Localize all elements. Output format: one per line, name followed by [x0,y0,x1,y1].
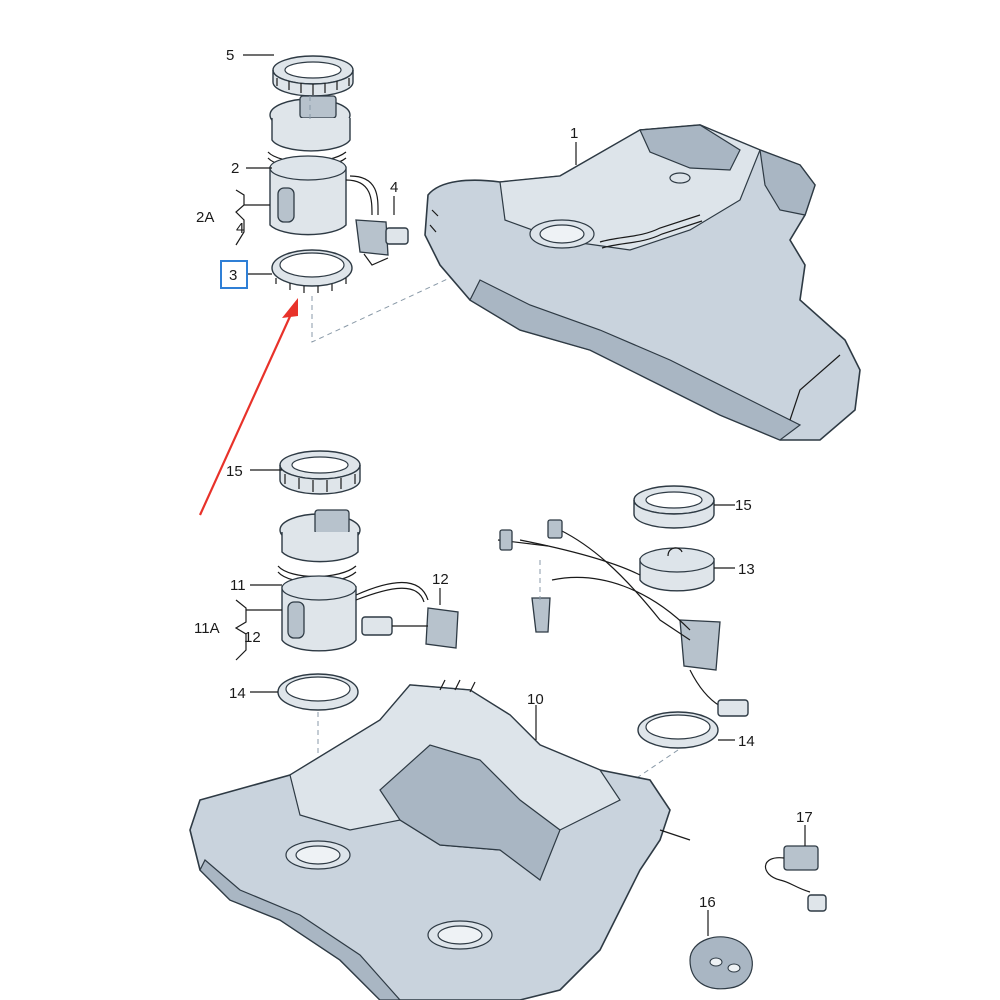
callout-2: 2 [231,160,239,177]
red-arrow [198,298,298,516]
lock-ring-15-left [279,450,361,495]
connector-17 [764,845,827,912]
fuel-pump-2 [267,95,379,236]
callout-12-sender: 12 [432,571,449,588]
callout-15-right: 15 [735,497,752,514]
callout-10: 10 [527,691,544,708]
callout-4-sender: 4 [390,179,398,196]
callout-11A: 11A [194,620,220,637]
callout-14-left: 14 [229,685,246,702]
callout-5: 5 [226,47,234,64]
level-sender-13 [497,519,749,717]
callout-14-right: 14 [738,733,755,750]
cover-16 [689,936,753,990]
fuel-pump-11 [277,509,429,652]
callout-15-left: 15 [226,463,243,480]
callout-17: 17 [796,809,813,826]
callout-4-bracket: 4 [236,220,244,237]
callout-1: 1 [570,125,578,142]
callout-11: 11 [230,577,246,594]
seal-ring-14-left [277,673,359,711]
callout-3: 3 [229,267,237,284]
leader-lines [234,54,806,936]
lock-ring-15-right [633,485,715,529]
level-sender-4 [355,219,409,266]
callout-12-bracket: 12 [244,629,261,646]
fuel-tank-1 [424,124,861,441]
lock-ring-5 [272,55,354,97]
seal-ring-3 [271,249,353,293]
fuel-tank-10 [189,679,691,1000]
level-sender-12 [361,607,459,649]
callout-2A: 2A [196,209,214,226]
callout-13: 13 [738,561,755,578]
seal-ring-14-right [637,711,719,749]
callout-16: 16 [699,894,716,911]
highlight-box [220,260,248,289]
